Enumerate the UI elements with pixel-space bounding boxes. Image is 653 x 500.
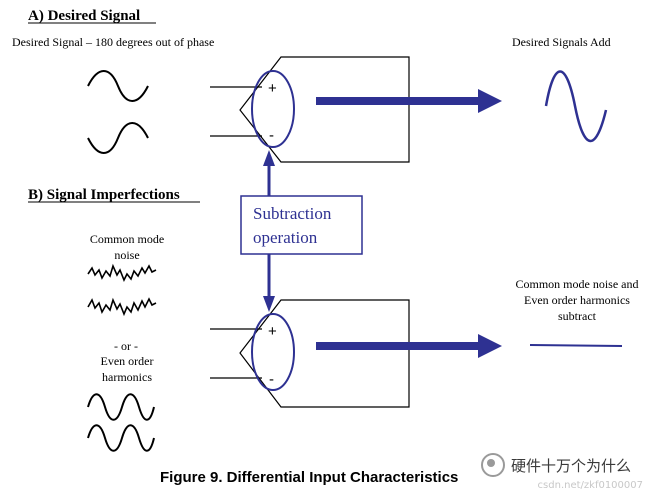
even-order-label-line2: harmonics [102, 370, 152, 384]
output-b-label-line2: Even order harmonics [524, 293, 630, 307]
connector-up-arrowhead [263, 150, 275, 166]
output-sine-added [544, 70, 608, 143]
amplifier-a-minus-sign: - [269, 127, 274, 144]
output-flat-line [529, 344, 623, 347]
section-b-heading: B) Signal Imperfections [28, 187, 180, 203]
amplifier-a-input-ellipse [251, 70, 295, 148]
desired-signals-add-label: Desired Signals Add [512, 35, 611, 49]
subtraction-label-line2: operation [253, 228, 318, 247]
output-b-label-line1: Common mode noise and [516, 277, 639, 291]
watermark-url: csdn.net/zkf0100007 [537, 480, 643, 491]
amplifier-b-input-ellipse [251, 313, 295, 391]
subtraction-operation-box [240, 195, 363, 255]
desired-signal-label: Desired Signal – 180 degrees out of phas… [12, 35, 214, 49]
common-mode-label-line2: noise [114, 248, 139, 262]
common-mode-label-line1: Common mode [90, 232, 164, 246]
sine-wave-out-of-phase [87, 122, 149, 154]
common-mode-noise-wave-2 [87, 297, 157, 317]
figure-caption: Figure 9. Differential Input Characteris… [160, 469, 458, 486]
wechat-logo-icon [480, 453, 505, 477]
sine-wave-in-phase [87, 70, 149, 102]
watermark-text: 硬件十万个为什么 [510, 456, 631, 475]
section-a-heading: A) Desired Signal [28, 8, 140, 24]
watermark: 硬件十万个为什么 [480, 453, 631, 477]
harmonic-wave-2 [87, 424, 155, 452]
amplifier-b-minus-sign: - [269, 371, 274, 388]
subtraction-label-line1: Subtraction [253, 204, 332, 223]
harmonic-wave-1 [87, 393, 155, 421]
amplifier-a-output-arrow-head [478, 89, 502, 113]
amplifier-a-plus-sign: + [268, 80, 277, 97]
amplifier-b-body [239, 299, 410, 408]
even-order-label-line1: Even order [101, 354, 154, 368]
amplifier-a-body [239, 56, 410, 163]
connector-down-arrowhead [263, 296, 275, 312]
common-mode-noise-wave-1 [87, 263, 157, 282]
amplifier-b-output-arrow-head [478, 334, 502, 358]
amplifier-b-plus-sign: + [268, 323, 277, 340]
or-label: - or - [114, 339, 138, 353]
output-b-label-line3: subtract [558, 309, 597, 323]
